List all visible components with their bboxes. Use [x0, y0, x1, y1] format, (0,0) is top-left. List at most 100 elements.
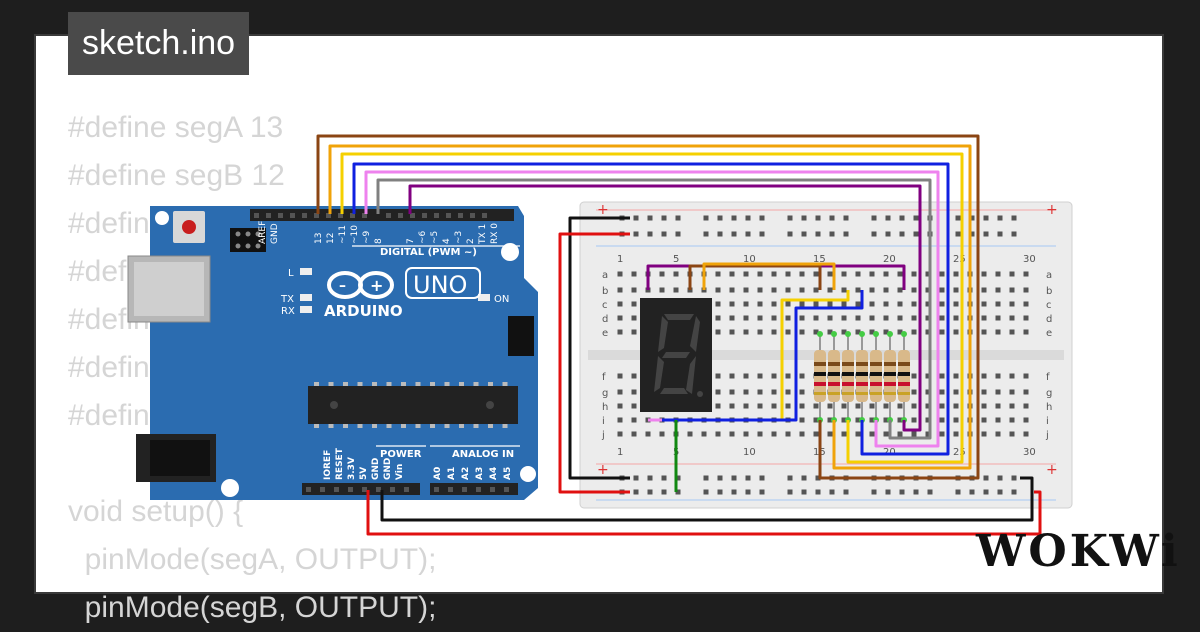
rail-hole	[955, 215, 961, 221]
breadboard-hole	[757, 329, 763, 335]
rail-hole	[983, 231, 989, 237]
jumper-wire[interactable]	[380, 476, 1034, 522]
breadboard-hole	[1009, 373, 1015, 379]
breadboard-hole	[827, 329, 833, 335]
breadboard-hole	[631, 417, 637, 423]
jumper-wire[interactable]	[340, 152, 964, 464]
breadboard-hole	[813, 301, 819, 307]
breadboard-hole	[897, 315, 903, 321]
header-pin	[476, 487, 481, 492]
breadboard-hole	[1023, 373, 1029, 379]
jumper-wire[interactable]	[688, 264, 822, 290]
resistor-array[interactable]	[814, 331, 910, 423]
header-pin	[462, 487, 467, 492]
row-letter: a	[1046, 270, 1052, 281]
breadboard-hole	[995, 403, 1001, 409]
breadboard-hole	[897, 329, 903, 335]
jumper-wire[interactable]	[662, 290, 864, 422]
rail-hole	[675, 475, 681, 481]
breadboard-hole	[995, 315, 1001, 321]
breadboard-hole	[617, 329, 623, 335]
breadboard-hole	[925, 403, 931, 409]
breadboard-hole	[631, 271, 637, 277]
power-header[interactable]	[302, 483, 420, 495]
pin-label: AREF	[258, 221, 268, 244]
row-letter: h	[1046, 402, 1052, 413]
breadboard-hole	[841, 271, 847, 277]
breadboard-hole	[757, 373, 763, 379]
code-line: #define segA 13	[68, 111, 284, 144]
pin-label: 13	[314, 233, 324, 244]
breadboard-hole	[771, 431, 777, 437]
pin-label: 5V	[359, 467, 369, 480]
row-letter: g	[602, 388, 608, 399]
jumper-wire[interactable]	[366, 490, 1042, 536]
breadboard-hole	[659, 287, 665, 293]
led-rx	[300, 306, 312, 313]
jumper-wire[interactable]	[558, 232, 630, 494]
breadboard-hole	[953, 403, 959, 409]
breadboard-hole	[813, 315, 819, 321]
pin-label: A5	[503, 467, 513, 480]
jumper-wire[interactable]	[568, 216, 630, 480]
seven-segment-display[interactable]	[640, 298, 712, 412]
breadboard-hole	[729, 403, 735, 409]
breadboard-hole	[939, 287, 945, 293]
breadboard-hole	[715, 403, 721, 409]
rail-hole	[885, 215, 891, 221]
rail-hole	[633, 215, 639, 221]
breadboard-hole	[631, 403, 637, 409]
analog-label: ANALOG IN	[452, 449, 514, 460]
pin-label: IOREF	[323, 450, 333, 480]
breadboard-hole	[631, 315, 637, 321]
rail-plus-label: +	[597, 202, 609, 218]
rail-hole	[1011, 231, 1017, 237]
header-pin	[404, 487, 409, 492]
breadboard-hole	[953, 301, 959, 307]
rail-hole	[731, 215, 737, 221]
breadboard-hole	[981, 329, 987, 335]
row-letter: e	[1046, 328, 1052, 339]
breadboard-hole	[729, 431, 735, 437]
rail-hole	[703, 215, 709, 221]
jumper-wire[interactable]	[702, 262, 836, 290]
breadboard-hole	[827, 417, 833, 423]
rail-hole	[913, 231, 919, 237]
breadboard-hole	[911, 329, 917, 335]
rail-hole	[703, 489, 709, 495]
pin-label: TX 1	[478, 224, 488, 245]
rail-hole	[661, 475, 667, 481]
breadboard-hole	[757, 271, 763, 277]
breadboard-hole	[939, 315, 945, 321]
jumper-wire[interactable]	[328, 144, 972, 470]
rail-hole	[675, 489, 681, 495]
rail-hole	[1011, 215, 1017, 221]
jumper-wire[interactable]	[408, 184, 922, 432]
rail-hole	[633, 231, 639, 237]
breadboard-hole	[869, 315, 875, 321]
breadboard-hole	[715, 373, 721, 379]
jumper-wire[interactable]	[352, 162, 950, 456]
breadboard-hole	[897, 301, 903, 307]
jumper-wire[interactable]	[316, 134, 980, 480]
breadboard-hole	[953, 431, 959, 437]
breadboard-hole	[953, 315, 959, 321]
breadboard-hole	[869, 403, 875, 409]
digital-label: DIGITAL (PWM ~)	[380, 247, 477, 258]
uno-badge	[405, 267, 481, 299]
rail-hole	[731, 475, 737, 481]
rail-hole	[801, 489, 807, 495]
rail-hole	[759, 475, 765, 481]
rail-hole	[745, 489, 751, 495]
breadboard-hole	[925, 373, 931, 379]
column-number: 25	[953, 447, 966, 458]
breadboard-hole	[743, 315, 749, 321]
wire-set[interactable]	[316, 134, 1042, 536]
jumper-wire[interactable]	[364, 170, 940, 448]
breadboard-hole	[771, 389, 777, 395]
pin-label: Vin	[395, 464, 405, 480]
jumper-wire[interactable]	[376, 178, 932, 440]
file-tab[interactable]: sketch.ino	[68, 12, 250, 75]
